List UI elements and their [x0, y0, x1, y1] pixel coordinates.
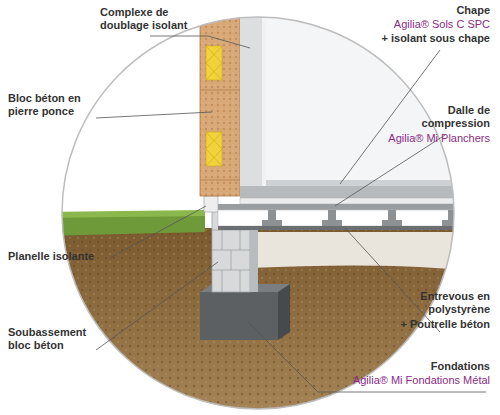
part-label: Dalle de compression [400, 104, 490, 130]
part-label: Bloc béton en pierre ponce [8, 92, 100, 118]
product-name: Agilia® Sols C SPC [350, 18, 490, 31]
part-label: Fondations [340, 360, 490, 373]
part-label: Soubassement bloc béton [8, 326, 108, 352]
part-label: Entrevous en polystyrène [392, 290, 490, 316]
part-label: Planelle isolante [8, 250, 118, 263]
part-label: Complexe de doublage isolant [100, 6, 208, 32]
leader-lines [96, 36, 486, 392]
product-name: Agilia® Mi Planchers [360, 132, 490, 145]
part-label: + Poutrelle béton [360, 318, 490, 331]
product-name: Agilia® Mi Fondations Métal [290, 374, 490, 387]
part-label: Chape [380, 4, 490, 17]
part-label: + isolant sous chape [350, 32, 490, 45]
